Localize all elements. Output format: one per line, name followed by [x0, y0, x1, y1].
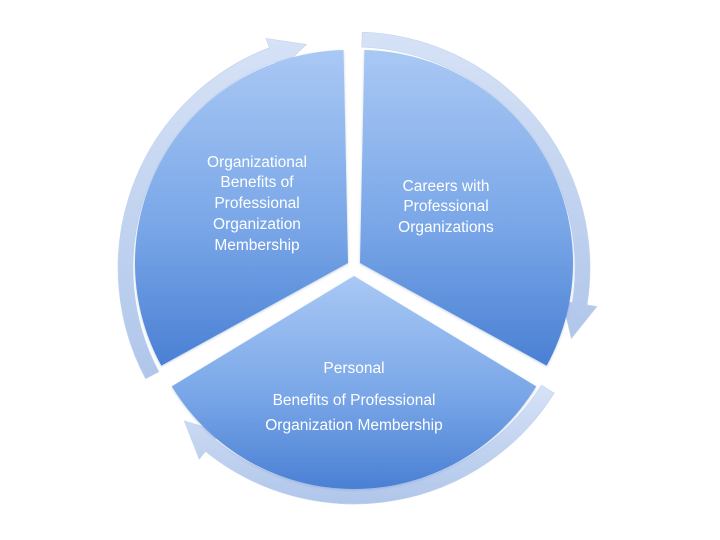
segment-careers-shape: [360, 50, 573, 366]
segment-organizational: Organizational Benefits of Professional …: [207, 154, 307, 254]
segment-organizational-line-5: Membership: [214, 237, 299, 254]
cycle-arrows: [117, 31, 598, 505]
segment-organizational-line-2: Benefits of: [220, 174, 294, 191]
arrow-careers: [361, 31, 598, 340]
segment-personal-line-2: Benefits of Professional: [273, 392, 436, 409]
segment-personal-shape: [171, 276, 537, 489]
segment-personal-line-3: Organization Membership: [265, 417, 442, 434]
segment-careers-line-3: Organizations: [398, 219, 494, 236]
segment-organizational-line-3: Professional: [214, 195, 299, 212]
segment-careers-line-2: Professional: [403, 198, 488, 215]
segment-personal-line-1: Personal: [323, 360, 384, 377]
segment-organizational-shape: [135, 50, 348, 366]
segment-personal: Personal Benefits of Professional Organi…: [265, 360, 442, 434]
arrow-personal: [183, 384, 555, 505]
segment-careers-line-1: Careers with: [403, 178, 490, 195]
segment-organizational-line-4: Organization: [213, 216, 301, 233]
segment-careers: Careers with Professional Organizations: [398, 178, 494, 236]
cycle-segments: [135, 50, 573, 489]
arrow-organizational: [117, 37, 308, 380]
segment-organizational-line-1: Organizational: [207, 154, 307, 171]
